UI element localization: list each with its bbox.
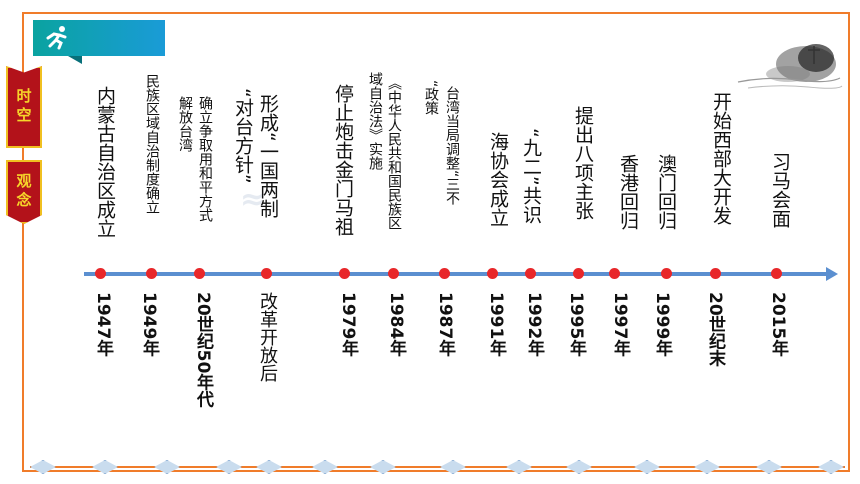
banner-fold <box>68 56 82 64</box>
date-1995: 1995年 <box>566 292 586 357</box>
diamond-decoration <box>818 460 844 474</box>
diamond-decoration <box>312 460 338 474</box>
date-1979: 1979年 <box>338 292 358 357</box>
event-2015: 习马会面 <box>769 152 791 228</box>
badge-shikong: 时空 <box>6 66 42 148</box>
date-1947: 1947年 <box>93 292 113 357</box>
timeline-dot <box>146 268 157 279</box>
date-1949: 1949年 <box>139 292 159 357</box>
diamond-decoration <box>756 460 782 474</box>
date-1991: 1991年 <box>486 292 506 357</box>
diamond-decoration <box>370 460 396 474</box>
diamond-decoration <box>634 460 660 474</box>
date-reform: 改革开放后 <box>257 292 278 382</box>
page-frame <box>22 12 850 472</box>
event-1997: 香港回归 <box>617 154 639 230</box>
event-1950s-col2: 确立争取用和平方式 <box>197 96 213 222</box>
badge-guannian: 观念 <box>6 160 42 224</box>
event-1984-col2: 《中华人民共和国民族区 <box>386 76 402 230</box>
event-late-20th: 开始西部大开发 <box>710 92 732 225</box>
date-1984: 1984年 <box>386 292 406 357</box>
timeline-dot <box>339 268 350 279</box>
timeline-dot <box>95 268 106 279</box>
event-1947: 内蒙古自治区成立 <box>94 86 116 238</box>
date-1999: 1999年 <box>652 292 672 357</box>
diamond-decoration <box>506 460 532 474</box>
runner-icon <box>46 26 67 50</box>
event-1995: 提出八项主张 <box>572 106 594 220</box>
diamond-decoration <box>30 460 56 474</box>
event-1987-col2: 台湾当局调整“三不 <box>444 86 460 206</box>
timeline-dot <box>661 268 672 279</box>
event-1991: 海协会成立 <box>487 132 509 227</box>
watermark: ≈ <box>240 182 266 217</box>
event-1984: 域自治法》实施 <box>367 72 383 170</box>
event-reform-col2: 形成“一国两制 <box>257 94 279 218</box>
date-late-20th: 20世纪末 <box>705 292 725 367</box>
event-1950s: 解放台湾 <box>177 96 193 152</box>
timeline-dot <box>771 268 782 279</box>
date-1987: 1987年 <box>435 292 455 357</box>
timeline-dot <box>388 268 399 279</box>
badge-guannian-label: 观念 <box>14 173 33 211</box>
diamond-decoration <box>92 460 118 474</box>
diamond-decoration <box>694 460 720 474</box>
event-1979: 停止炮击金门马祖 <box>332 84 354 236</box>
timeline-dot <box>261 268 272 279</box>
timeline-axis <box>84 272 828 276</box>
event-reform: “对台方针” <box>232 88 254 184</box>
axis-arrow-icon <box>826 267 838 281</box>
diamond-decoration <box>154 460 180 474</box>
event-1999: 澳门回归 <box>655 154 677 230</box>
date-2015: 2015年 <box>768 292 788 357</box>
badge-shikong-label: 时空 <box>14 88 33 126</box>
date-1950s: 20世纪50年代 <box>193 292 213 408</box>
date-1997: 1997年 <box>610 292 630 357</box>
ink-landscape-decoration <box>737 44 843 89</box>
event-1949: 民族区域自治制度确立 <box>144 74 160 214</box>
diamond-decoration <box>256 460 282 474</box>
timeline-dot <box>609 268 620 279</box>
timeline-dot <box>439 268 450 279</box>
event-1992: “九二”共识 <box>520 128 542 224</box>
diamond-decoration <box>566 460 592 474</box>
timeline-dot <box>525 268 536 279</box>
bottom-border-line <box>30 466 845 468</box>
diamond-decoration <box>216 460 242 474</box>
timeline-dot <box>573 268 584 279</box>
diamond-decoration <box>440 460 466 474</box>
timeline-dot <box>194 268 205 279</box>
timeline-dot <box>487 268 498 279</box>
title-banner <box>33 20 165 56</box>
timeline-dot <box>710 268 721 279</box>
event-1987: “政策 <box>423 80 439 116</box>
date-1992: 1992年 <box>524 292 544 357</box>
